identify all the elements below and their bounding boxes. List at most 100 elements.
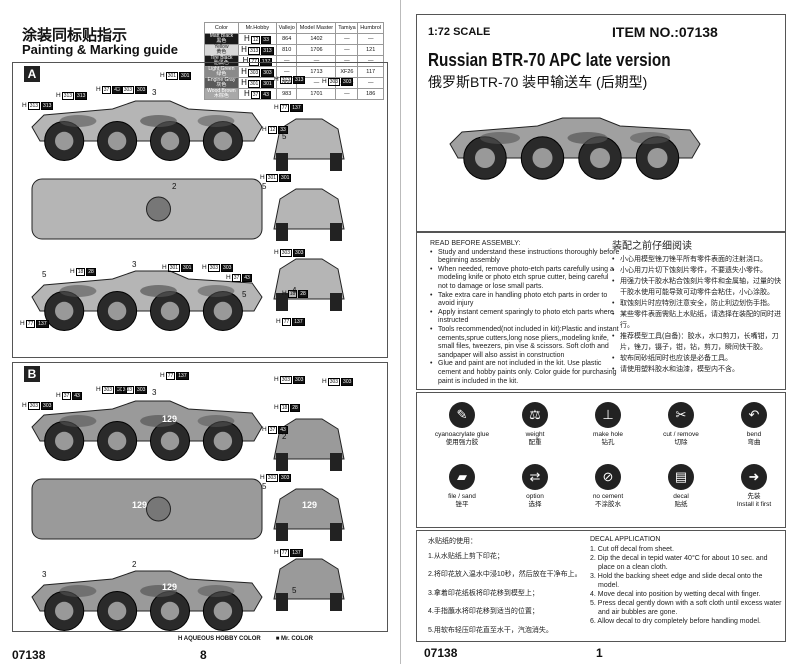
symbol-label: option bbox=[526, 493, 544, 500]
instruction-item-cn: 小心用刀片切下蚀刻片零件，不要遗失小零件。 bbox=[612, 265, 787, 276]
paint-legend: H AQUEOUS HOBBY COLOR ■ Mr. COLOR bbox=[178, 636, 314, 642]
color-name: Yellow bbox=[214, 44, 229, 50]
h-prefix: H bbox=[274, 104, 279, 111]
aqueous-code: 37 bbox=[61, 392, 72, 400]
symbol-label: decal bbox=[673, 493, 689, 500]
wheel bbox=[330, 293, 342, 311]
part-number: 3 bbox=[152, 388, 157, 397]
decal-step: 3. Hold the backing sheet edge and slide… bbox=[590, 572, 763, 589]
wheel-hub bbox=[475, 148, 495, 168]
h-prefix: H bbox=[160, 372, 165, 379]
right-footer-code: 07138 bbox=[424, 646, 458, 660]
wheel-hub bbox=[107, 131, 127, 151]
vehicle-front-view bbox=[273, 188, 345, 230]
part-number: 2 bbox=[282, 432, 287, 441]
part-number: 2 bbox=[172, 182, 177, 191]
table-header: Model Master bbox=[296, 22, 337, 34]
wheel-hub bbox=[55, 601, 74, 621]
aqueous-code: 313 bbox=[247, 47, 261, 55]
mr-color-code: 303 bbox=[261, 69, 274, 77]
aqueous-code: 313 bbox=[27, 102, 41, 110]
decal-step-cn: 4.手指蘸水将印花移到适当的位置； bbox=[428, 608, 539, 616]
instruction-item: Take extra care in handling photo etch p… bbox=[430, 292, 620, 309]
decal-icon: ▤ bbox=[668, 464, 694, 490]
guide-title: Painting & Marking guide bbox=[22, 42, 179, 57]
aqueous-code: 303 bbox=[121, 86, 135, 94]
color-name-cn: 木棕色 bbox=[213, 93, 229, 99]
vehicle-side-view bbox=[31, 270, 263, 332]
decal-step-cn: 1.从水贴纸上剪下印花； bbox=[428, 552, 504, 560]
table-header: Vallejo bbox=[275, 22, 298, 34]
h-prefix: H bbox=[96, 386, 101, 393]
left-footer-code: 07138 bbox=[12, 648, 46, 662]
mm-code: 1701 bbox=[296, 88, 337, 100]
h-prefix: H bbox=[20, 320, 25, 327]
aqueous-code: 77 bbox=[279, 549, 290, 557]
h-prefix: H bbox=[322, 378, 327, 385]
symbol-label-cn: 不涂胶水 bbox=[595, 501, 621, 508]
aqueous-code: 313 bbox=[61, 92, 75, 100]
h-prefix: H bbox=[262, 426, 267, 433]
instruction-item-cn: 小心用模型锉刀锉平所有零件表面的注射浇口。 bbox=[612, 254, 787, 265]
symbol-label-cn: 弯曲 bbox=[747, 439, 761, 446]
mr-color-code: 303 bbox=[279, 474, 292, 482]
wheel-hub bbox=[55, 301, 74, 321]
table-header: Mr.Hobby bbox=[237, 22, 277, 34]
instruction-item-cn: 取蚀刻片时应特别注意安全，防止利边划伤手指。 bbox=[612, 298, 787, 309]
aqueous-code: 303 bbox=[279, 376, 293, 384]
read-before-heading: READ BEFORE ASSEMBLY: bbox=[430, 240, 521, 247]
mr-color-code: 137 bbox=[292, 318, 305, 326]
color-name-cn: 黑色 bbox=[216, 38, 227, 44]
read-before-en: READ BEFORE ASSEMBLY: Study and understa… bbox=[430, 240, 620, 386]
camo-patch bbox=[480, 132, 520, 144]
symbols-box bbox=[416, 392, 786, 528]
symbol-label-cn: 贴纸 bbox=[674, 501, 688, 508]
mr-color-code: 303 bbox=[341, 78, 354, 86]
section-drawings bbox=[31, 100, 345, 332]
part-number: 5 bbox=[292, 586, 297, 595]
mr-color-code: 301 bbox=[279, 174, 292, 182]
decal-step: 6. Allow decal to dry completely before … bbox=[590, 617, 761, 625]
mr-color-code: 137 bbox=[36, 320, 49, 328]
h-prefix: H bbox=[243, 34, 250, 43]
camo-patch bbox=[197, 415, 235, 427]
mr-color-code: 43 bbox=[278, 426, 288, 434]
aqueous-code: 303 bbox=[327, 78, 341, 86]
drill-icon: ⊥ bbox=[595, 402, 621, 428]
part-number: 5 bbox=[42, 270, 47, 279]
aqueous-code: 77 bbox=[279, 104, 290, 112]
vallejo-code: 810 bbox=[275, 44, 298, 56]
part-number: 3 bbox=[152, 88, 157, 97]
vehicle-side-view bbox=[31, 400, 263, 462]
vehicle-number-marking: 129 bbox=[162, 582, 178, 592]
part-number: 2 bbox=[132, 560, 137, 569]
decal-step: 2. Dip the decal in tepid water 40°C for… bbox=[590, 554, 768, 571]
symbol-label: bend bbox=[746, 431, 762, 438]
instruction-item-cn: 某些零件表面需贴上水贴纸，请选择在装配的同时进行。 bbox=[612, 309, 787, 331]
weight-icon: ⚖ bbox=[522, 402, 548, 428]
decal-heading-cn: 水贴纸的使用： bbox=[428, 538, 477, 545]
glue-icon: ✎ bbox=[449, 402, 475, 428]
symbol-label: file / sand bbox=[448, 493, 476, 500]
part-number: 5 bbox=[262, 482, 267, 491]
h-prefix: H bbox=[202, 264, 207, 271]
camo-patch bbox=[197, 115, 235, 127]
read-before-heading-cn: 装配之前仔细阅读 bbox=[612, 241, 692, 252]
h-prefix: H bbox=[241, 78, 247, 87]
aqueous-code: 303 bbox=[279, 249, 293, 257]
right-page-number: 1 bbox=[596, 646, 603, 660]
